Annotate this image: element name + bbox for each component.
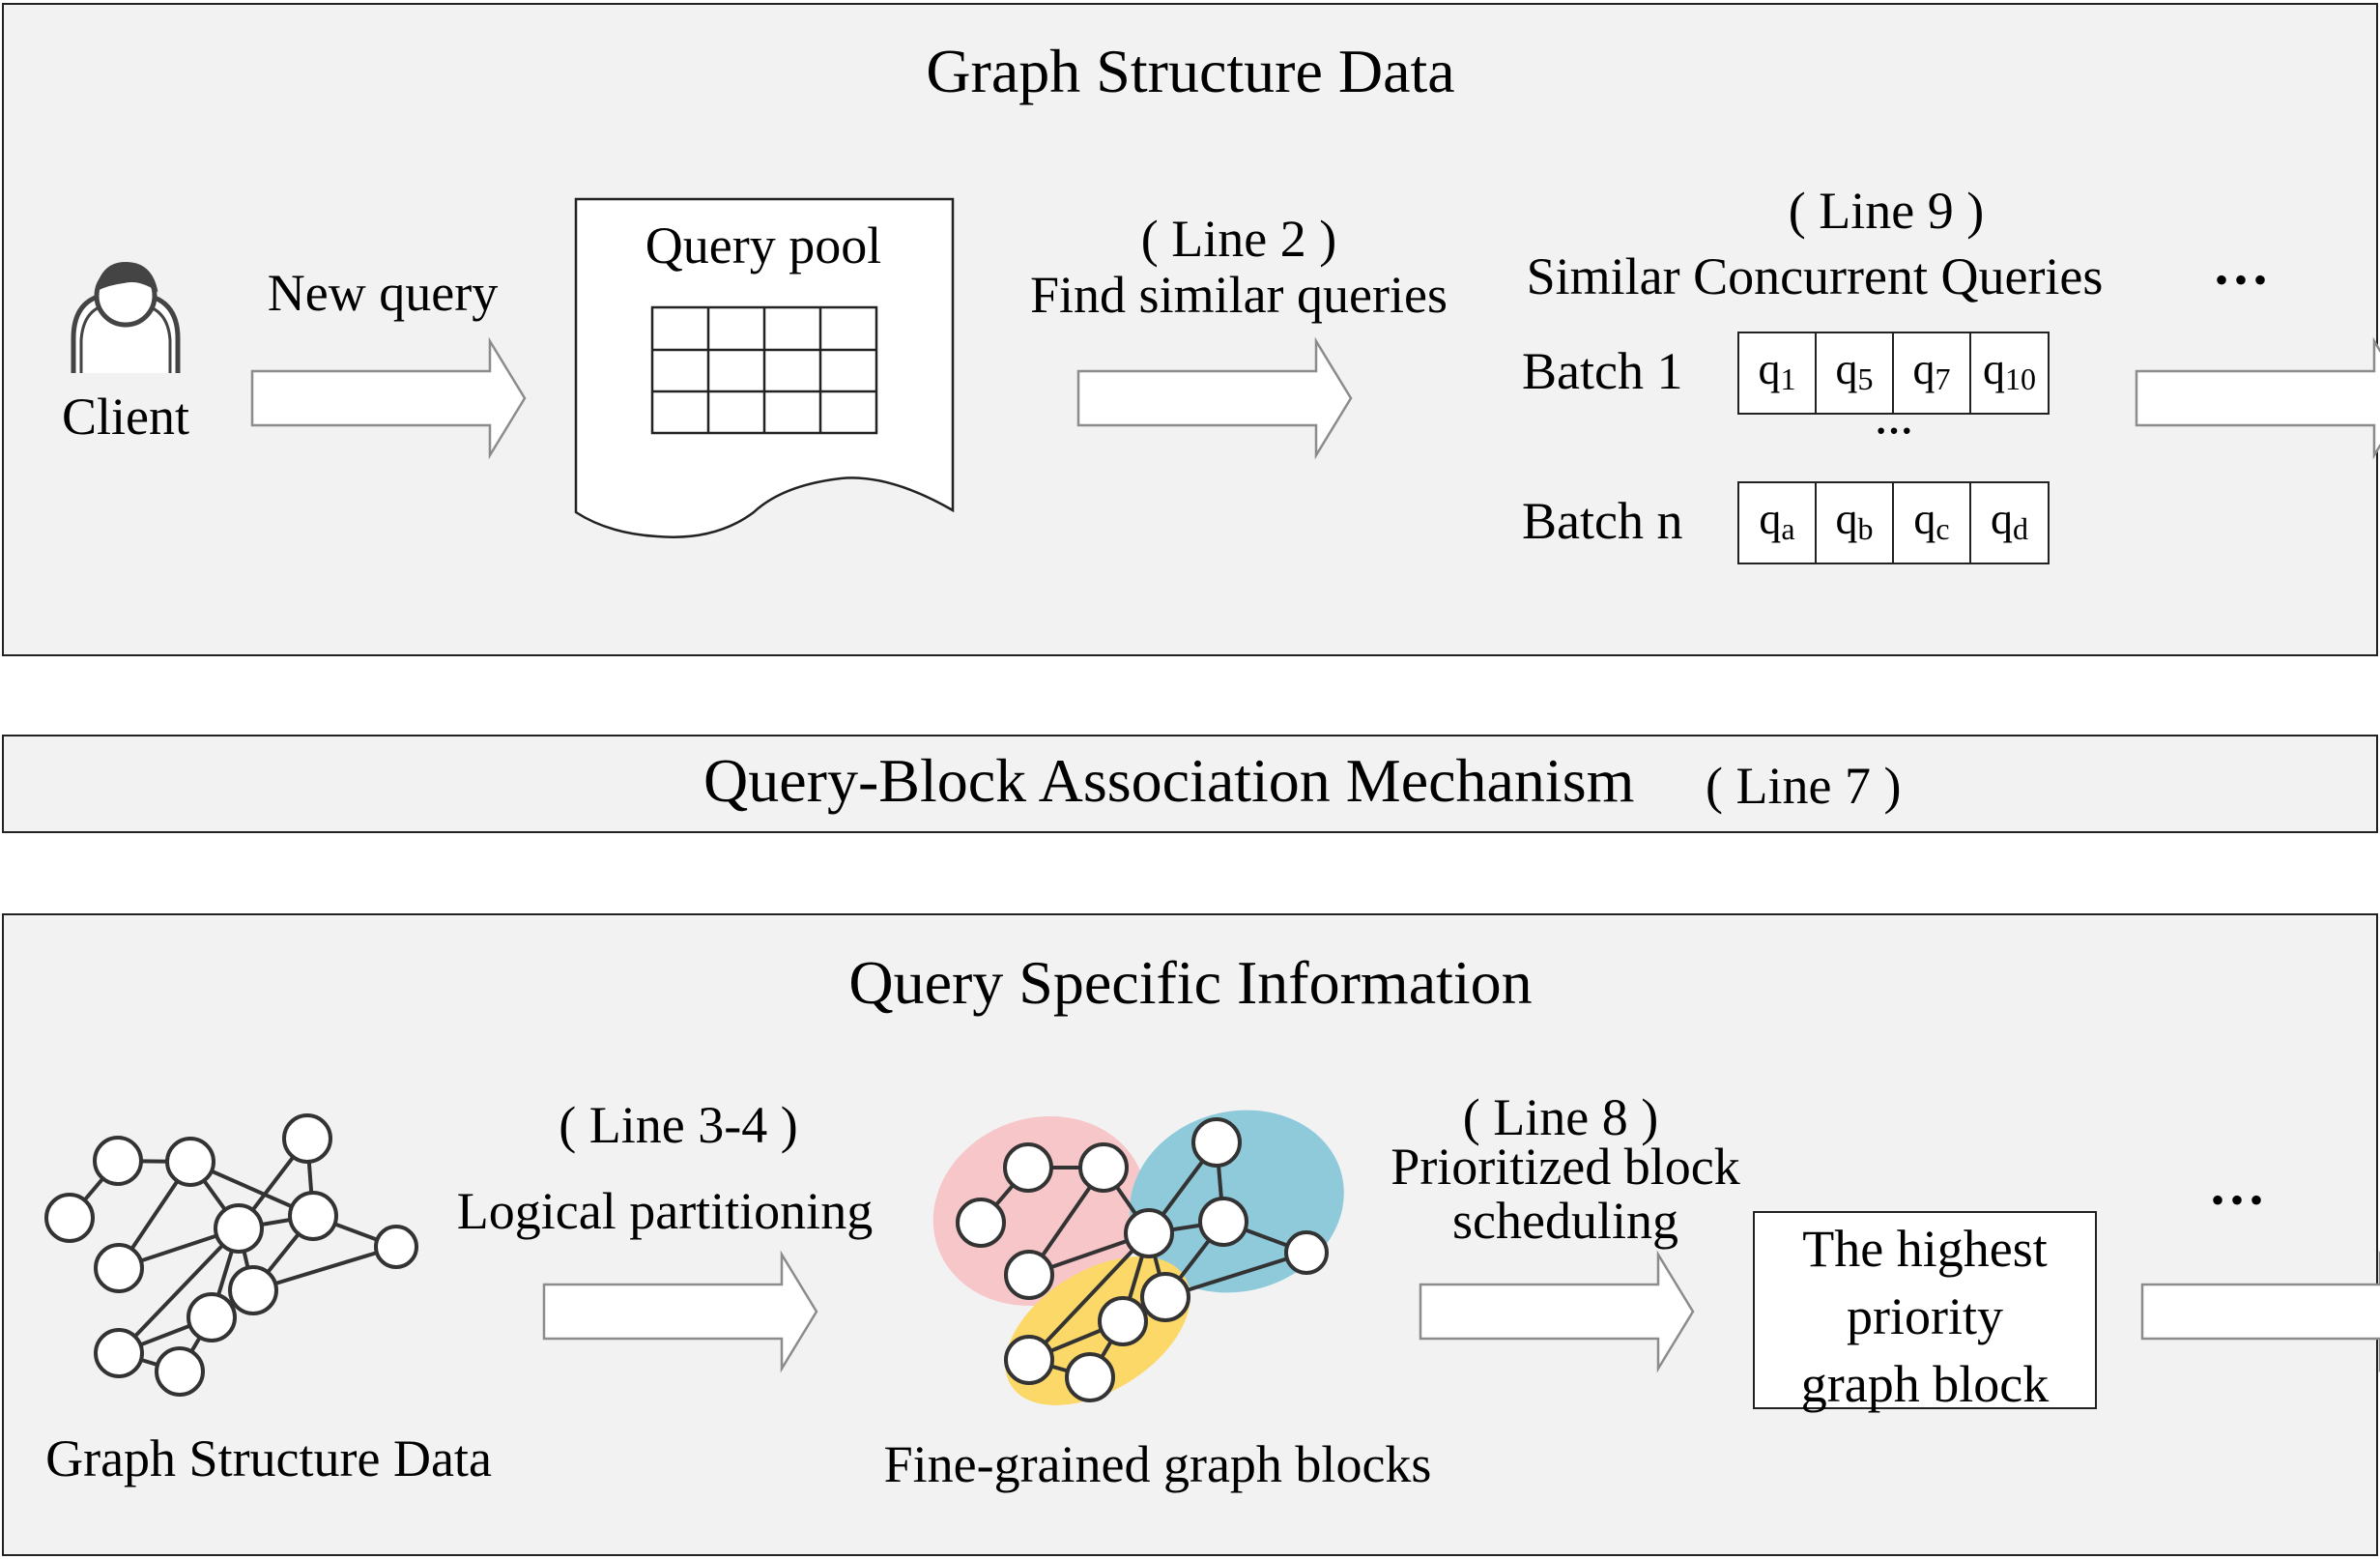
schedule-label-line-2: scheduling (1452, 1192, 1678, 1250)
highest-priority-line-1: The highest (1802, 1220, 2048, 1278)
find-similar-line-ref: ( Line 2 ) (1140, 210, 1337, 268)
arrow-logical-partitioning (542, 1253, 818, 1371)
highest-priority-line-3: graph block (1800, 1355, 2050, 1413)
arrow-bottom-continue (2140, 1253, 2380, 1371)
batch-n-query-cell: qa (1737, 481, 1817, 564)
batch-n-query-cell: qd (1969, 481, 2050, 564)
graph-blocks-label: Fine-grained graph blocks (883, 1435, 1432, 1493)
bottom-panel-title: Query Specific Information (848, 948, 1533, 1017)
graph-structure-icon (44, 1113, 418, 1397)
partition-line-ref: ( Line 3-4 ) (559, 1096, 798, 1154)
batch-1-query-cell: q1 (1737, 332, 1817, 415)
highest-priority-line-2: priority (1847, 1287, 2003, 1345)
query-pool-grid (650, 305, 878, 435)
find-similar-label: Find similar queries (1030, 266, 1448, 324)
batch-1-query-cell: q10 (1969, 332, 2050, 415)
graph-blocks-icon (932, 1110, 1344, 1405)
top-more-ellipsis: ••• (2214, 258, 2274, 302)
batch-n-label: Batch n (1522, 492, 1683, 550)
similar-queries-line-ref: ( Line 9 ) (1788, 182, 1985, 240)
query-pool-document-icon (574, 197, 955, 538)
batch-n-query-cell: qc (1892, 481, 1971, 564)
query-block-association-panel (2, 735, 2378, 833)
batch-ellipsis: ··· (1874, 409, 1914, 452)
schedule-label-line-1: Prioritized block (1391, 1138, 1740, 1196)
similar-queries-label: Similar Concurrent Queries (1526, 247, 2104, 305)
graph-structure-label: Graph Structure Data (45, 1429, 492, 1487)
batch-n-query-cell: qb (1815, 481, 1894, 564)
batch-1-label: Batch 1 (1522, 342, 1683, 400)
batch-1-query-cell: q5 (1815, 332, 1894, 415)
schedule-line-ref: ( Line 8 ) (1462, 1088, 1659, 1146)
new-query-label: New query (267, 264, 499, 322)
arrow-top-continue (2135, 339, 2380, 457)
middle-panel-title: Query-Block Association Mechanism (703, 746, 1635, 815)
arrow-prioritized-scheduling (1419, 1253, 1695, 1371)
middle-panel-line-ref: ( Line 7 ) (1706, 757, 1902, 815)
client-label: Client (62, 388, 189, 446)
partition-label: Logical partitioning (456, 1182, 874, 1240)
highest-priority-block-box: The highest priority graph block (1753, 1211, 2097, 1413)
arrow-find-similar (1076, 339, 1353, 457)
query-pool-label: Query pool (645, 217, 882, 274)
client-person-icon (71, 261, 181, 373)
arrow-new-query (250, 339, 527, 457)
batch-1-query-cell: q7 (1892, 332, 1971, 415)
bottom-more-ellipsis: ••• (2210, 1178, 2270, 1222)
top-panel-title: Graph Structure Data (926, 37, 1455, 105)
